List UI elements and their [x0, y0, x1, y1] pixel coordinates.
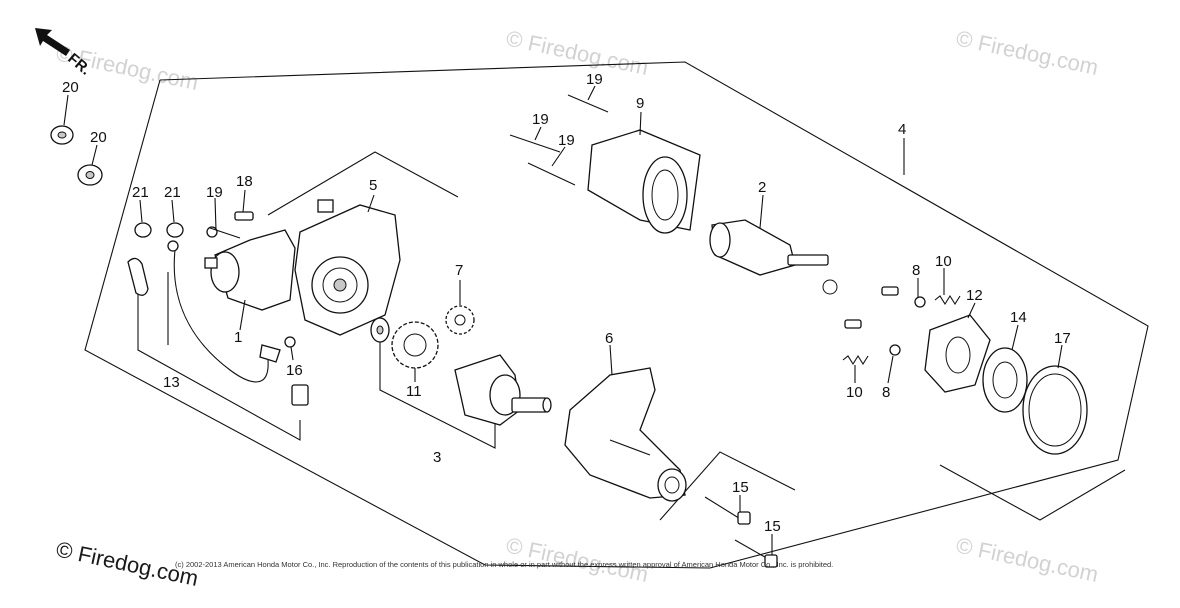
bolt-part-19-top	[509, 94, 609, 186]
bracket-17	[939, 464, 1126, 521]
corner-watermark: © Firedog.com	[54, 536, 201, 591]
callout-5: 5	[369, 177, 377, 194]
callout-20: 20	[62, 79, 79, 96]
callout-3: 3	[433, 449, 441, 466]
callout-10: 10	[935, 253, 952, 270]
callout-11: 11	[406, 383, 422, 400]
armature-part-2	[709, 219, 838, 295]
bolt-part-19-left	[209, 227, 241, 239]
bracket-13	[137, 280, 301, 441]
watermark: © Firedog.com	[504, 25, 651, 80]
nut-part-21	[134, 222, 184, 238]
yoke-part-9	[587, 129, 701, 234]
gear-part-7	[445, 305, 475, 335]
brush-holder-part-12	[924, 314, 991, 393]
gear-part-11	[391, 321, 439, 369]
callout-10: 10	[846, 384, 863, 401]
callout-19: 19	[532, 111, 549, 128]
callout-18: 18	[236, 173, 253, 190]
bolt-part-16	[284, 336, 309, 406]
callout-20: 20	[90, 129, 107, 146]
callout-9: 9	[636, 95, 644, 112]
callout-8: 8	[882, 384, 890, 401]
callout-16: 16	[286, 362, 303, 379]
callout-13: 13	[163, 374, 180, 391]
assembly-boundary	[84, 61, 1149, 569]
washer	[370, 317, 390, 343]
bracket-5	[267, 151, 459, 216]
leader-lines	[63, 85, 1063, 555]
o-ring-part-17	[1022, 365, 1088, 455]
callout-15: 15	[764, 518, 781, 535]
callout-19: 19	[558, 132, 575, 149]
end-cover-part-5	[294, 199, 401, 336]
starter-drive-part-3	[454, 354, 552, 426]
callout-14: 14	[1010, 309, 1027, 326]
watermark: © Firedog.com	[954, 25, 1101, 80]
solenoid-part-1	[204, 226, 296, 311]
callout-8: 8	[912, 262, 920, 279]
callout-labels: 20 20 21 21 19 18 5 1 7 16 13 11 3 19 9 …	[62, 71, 1071, 535]
watermark: © Firedog.com	[954, 532, 1101, 587]
callout-15: 15	[732, 479, 749, 496]
callout-19: 19	[586, 71, 603, 88]
nut-part-20	[50, 125, 103, 186]
callout-7: 7	[455, 262, 463, 279]
bracket-3	[379, 340, 496, 449]
plate-part-14	[982, 347, 1028, 413]
starter-housing-part-6	[564, 367, 687, 502]
watermark-group: © Firedog.com © Firedog.com © Firedog.co…	[54, 25, 1101, 587]
callout-17: 17	[1054, 330, 1071, 347]
callout-4: 4	[898, 121, 906, 138]
bolt-part-8	[844, 286, 926, 356]
starter-cable-part-13	[127, 240, 281, 383]
bolt-part-18	[234, 211, 254, 221]
callout-19: 19	[206, 184, 223, 201]
spring-part-10	[842, 294, 961, 366]
callout-21: 21	[132, 184, 149, 201]
copyright-notice: (c) 2002-2013 American Honda Motor Co., …	[175, 560, 833, 569]
callout-6: 6	[605, 330, 613, 347]
callout-21: 21	[164, 184, 181, 201]
callout-12: 12	[966, 287, 983, 304]
callout-2: 2	[758, 179, 766, 196]
bolt-part-15	[704, 496, 778, 568]
callout-1: 1	[234, 329, 242, 346]
